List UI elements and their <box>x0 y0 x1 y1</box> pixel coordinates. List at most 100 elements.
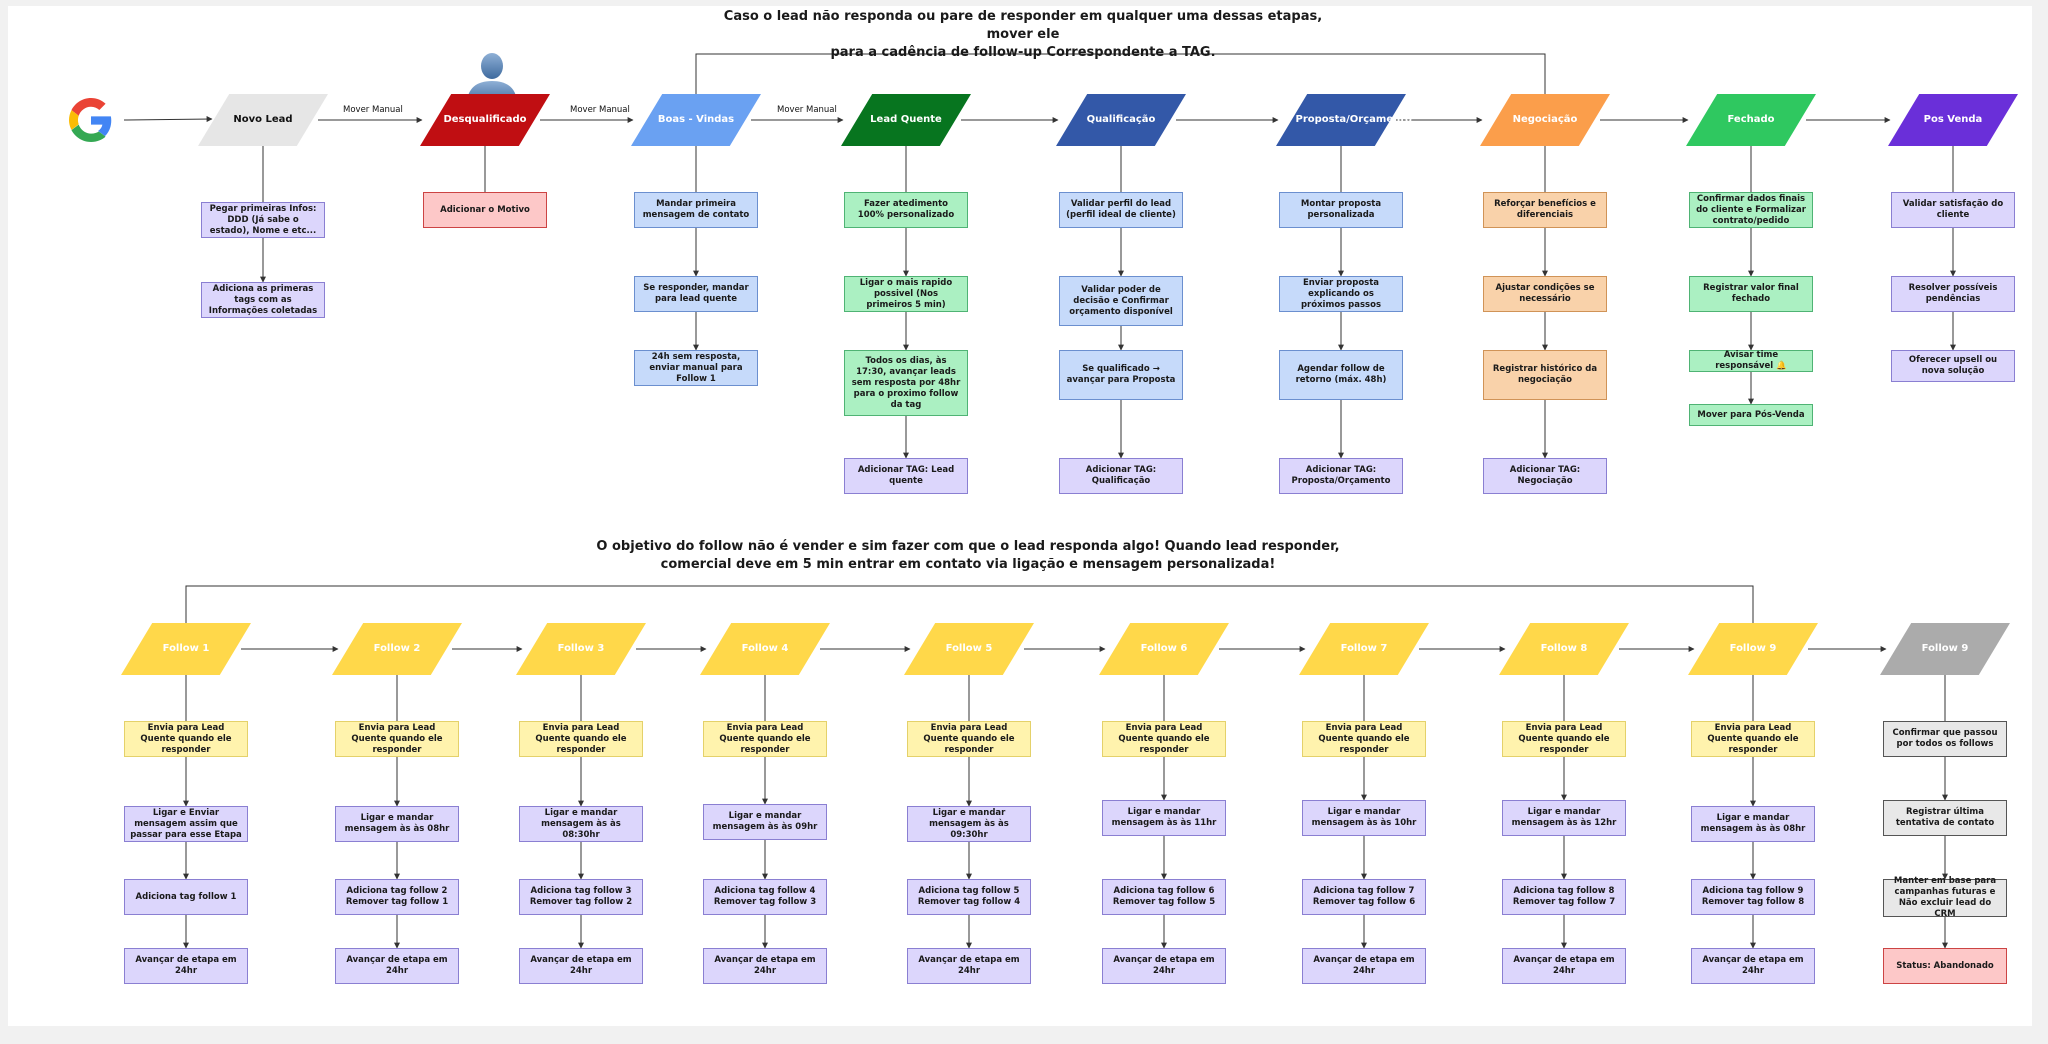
follow-task-box[interactable]: Manter em base para campanhas futuras e … <box>1883 876 2007 919</box>
stage-qualificacao[interactable]: Qualificação <box>1056 94 1186 146</box>
task-box[interactable]: 24h sem resposta, enviar manual para Fol… <box>634 350 758 386</box>
follow-task-box[interactable]: Adiciona tag follow 5 Remover tag follow… <box>907 879 1031 915</box>
follow-task-box[interactable]: Envia para Lead Quente quando ele respon… <box>1102 721 1226 757</box>
task-box[interactable]: Registrar valor final fechado <box>1689 276 1813 312</box>
task-box[interactable]: Adicionar TAG: Proposta/Orçamento <box>1279 458 1403 494</box>
task-box[interactable]: Agendar follow de retorno (máx. 48h) <box>1279 350 1403 400</box>
stage-follow-9[interactable]: Follow 9 <box>1880 623 2010 675</box>
edge-label-mover-manual: Mover Manual <box>777 105 837 115</box>
task-box[interactable]: Todos os dias, às 17:30, avançar leads s… <box>844 350 968 416</box>
follow-task-box[interactable]: Ligar e mandar mensagem às às 09hr <box>703 804 827 840</box>
stage-desqualificado[interactable]: Desqualificado <box>420 94 550 146</box>
stage-label: Follow 2 <box>373 643 421 654</box>
follow-task-box[interactable]: Ligar e mandar mensagem às às 08hr <box>1691 806 1815 842</box>
follow-task-box[interactable]: Envia para Lead Quente quando ele respon… <box>1691 721 1815 757</box>
follow-task-box[interactable]: Ligar e Enviar mensagem assim que passar… <box>124 806 248 842</box>
follow-task-box[interactable]: Registrar última tentativa de contato <box>1883 800 2007 836</box>
task-box[interactable]: Resolver possíveis pendências <box>1891 276 2015 312</box>
follow-task-box[interactable]: Ligar e mandar mensagem às às 10hr <box>1302 800 1426 836</box>
follow-task-box[interactable]: Avançar de etapa em 24hr <box>1302 948 1426 984</box>
stage-boas-vindas[interactable]: Boas - Vindas <box>631 94 761 146</box>
follow-task-box[interactable]: Confirmar que passou por todos os follow… <box>1883 721 2007 757</box>
follow-task-box[interactable]: Ligar e mandar mensagem às às 08hr <box>335 806 459 842</box>
connector-lines <box>123 53 1956 949</box>
task-box[interactable]: Validar satisfação do cliente <box>1891 192 2015 228</box>
top-note: Caso o lead não responda ou pare de resp… <box>708 8 1338 62</box>
follow-task-box[interactable]: Adiciona tag follow 4 Remover tag follow… <box>703 879 827 915</box>
follow-task-box[interactable]: Adiciona tag follow 1 <box>124 879 248 915</box>
follow-task-box[interactable]: Adiciona tag follow 7 Remover tag follow… <box>1302 879 1426 915</box>
task-box[interactable]: Mandar primeira mensagem de contato <box>634 192 758 228</box>
task-box[interactable]: Validar perfil do lead (perfil ideal de … <box>1059 192 1183 228</box>
follow-task-box[interactable]: Envia para Lead Quente quando ele respon… <box>703 721 827 757</box>
task-box[interactable]: Confirmar dados finais do cliente e Form… <box>1689 192 1813 228</box>
stage-follow-2[interactable]: Follow 2 <box>332 623 462 675</box>
task-box[interactable]: Oferecer upsell ou nova solução <box>1891 350 2015 382</box>
follow-task-box[interactable]: Envia para Lead Quente quando ele respon… <box>335 721 459 757</box>
follow-task-box[interactable]: Avançar de etapa em 24hr <box>335 948 459 984</box>
stage-follow-9[interactable]: Follow 9 <box>1688 623 1818 675</box>
task-box[interactable]: Montar proposta personalizada <box>1279 192 1403 228</box>
task-box[interactable]: Ligar o mais rapido possivel (Nos primei… <box>844 276 968 312</box>
task-box[interactable]: Registrar histórico da negociação <box>1483 350 1607 400</box>
connector <box>123 116 213 123</box>
follow-task-box[interactable]: Adiciona tag follow 3 Remover tag follow… <box>519 879 643 915</box>
follow-task-box[interactable]: Ligar e mandar mensagem às às 08:30hr <box>519 806 643 842</box>
task-box[interactable]: Adicionar TAG: Qualificação <box>1059 458 1183 494</box>
stage-follow-4[interactable]: Follow 4 <box>700 623 830 675</box>
follow-task-box[interactable]: Avançar de etapa em 24hr <box>124 948 248 984</box>
stage-label: Qualificação <box>1086 114 1156 125</box>
follow-task-box[interactable]: Ligar e mandar mensagem às às 12hr <box>1502 800 1626 836</box>
task-box[interactable]: Ajustar condições se necessário <box>1483 276 1607 312</box>
follow-task-box[interactable]: Avançar de etapa em 24hr <box>907 948 1031 984</box>
follow-task-box[interactable]: Adiciona tag follow 8 Remover tag follow… <box>1502 879 1626 915</box>
task-box[interactable]: Pegar primeiras Infos: DDD (Já sabe o es… <box>201 202 325 238</box>
task-box[interactable]: Fazer atedimento 100% personalizado <box>844 192 968 228</box>
follow-task-box[interactable]: Avançar de etapa em 24hr <box>519 948 643 984</box>
google-icon <box>69 98 113 142</box>
follow-task-box[interactable]: Adiciona tag follow 6 Remover tag follow… <box>1102 879 1226 915</box>
stage-label: Boas - Vindas <box>657 114 735 125</box>
stage-follow-1[interactable]: Follow 1 <box>121 623 251 675</box>
task-box[interactable]: Validar poder de decisão e Confirmar orç… <box>1059 276 1183 326</box>
stage-lead-quente[interactable]: Lead Quente <box>841 94 971 146</box>
task-box[interactable]: Reforçar benefícios e diferenciais <box>1483 192 1607 228</box>
follow-task-box[interactable]: Status: Abandonado <box>1883 948 2007 984</box>
task-box[interactable]: Adiciona as primeras tags com as Informa… <box>201 282 325 318</box>
follow-task-box[interactable]: Envia para Lead Quente quando ele respon… <box>1302 721 1426 757</box>
follow-task-box[interactable]: Adiciona tag follow 2 Remover tag follow… <box>335 879 459 915</box>
stage-follow-5[interactable]: Follow 5 <box>904 623 1034 675</box>
stage-novo-lead[interactable]: Novo Lead <box>198 94 328 146</box>
follow-task-box[interactable]: Envia para Lead Quente quando ele respon… <box>124 721 248 757</box>
follow-task-box[interactable]: Adiciona tag follow 9 Remover tag follow… <box>1691 879 1815 915</box>
follow-task-box[interactable]: Envia para Lead Quente quando ele respon… <box>907 721 1031 757</box>
task-box[interactable]: Se qualificado → avançar para Proposta <box>1059 350 1183 400</box>
stage-follow-6[interactable]: Follow 6 <box>1099 623 1229 675</box>
task-box[interactable]: Adicionar TAG: Negociação <box>1483 458 1607 494</box>
task-box[interactable]: Adicionar TAG: Lead quente <box>844 458 968 494</box>
stage-pos-venda[interactable]: Pos Venda <box>1888 94 2018 146</box>
task-box[interactable]: Avisar time responsável 🔔 <box>1689 350 1813 372</box>
follow-task-box[interactable]: Avançar de etapa em 24hr <box>1102 948 1226 984</box>
follow-task-box[interactable]: Avançar de etapa em 24hr <box>703 948 827 984</box>
task-box[interactable]: Se responder, mandar para lead quente <box>634 276 758 312</box>
follow-task-box[interactable]: Avançar de etapa em 24hr <box>1691 948 1815 984</box>
stage-label: Follow 9 <box>1729 643 1777 654</box>
task-box[interactable]: Enviar proposta explicando os próximos p… <box>1279 276 1403 312</box>
follow-task-box[interactable]: Ligar e mandar mensagem às às 11hr <box>1102 800 1226 836</box>
stage-follow-8[interactable]: Follow 8 <box>1499 623 1629 675</box>
task-box[interactable]: Adicionar o Motivo <box>423 192 547 228</box>
edge-label-mover-manual: Mover Manual <box>570 105 630 115</box>
stage-negociacao[interactable]: Negociação <box>1480 94 1610 146</box>
follow-task-box[interactable]: Envia para Lead Quente quando ele respon… <box>519 721 643 757</box>
stage-label: Follow 5 <box>945 643 993 654</box>
follow-task-box[interactable]: Envia para Lead Quente quando ele respon… <box>1502 721 1626 757</box>
stage-fechado[interactable]: Fechado <box>1686 94 1816 146</box>
stage-follow-7[interactable]: Follow 7 <box>1299 623 1429 675</box>
connector <box>185 585 1754 623</box>
stage-proposta-orcamento[interactable]: Proposta/Orçamento <box>1276 94 1412 146</box>
stage-follow-3[interactable]: Follow 3 <box>516 623 646 675</box>
task-box[interactable]: Mover para Pós-Venda <box>1689 404 1813 426</box>
follow-task-box[interactable]: Ligar e mandar mensagem às às 09:30hr <box>907 806 1031 842</box>
follow-task-box[interactable]: Avançar de etapa em 24hr <box>1502 948 1626 984</box>
